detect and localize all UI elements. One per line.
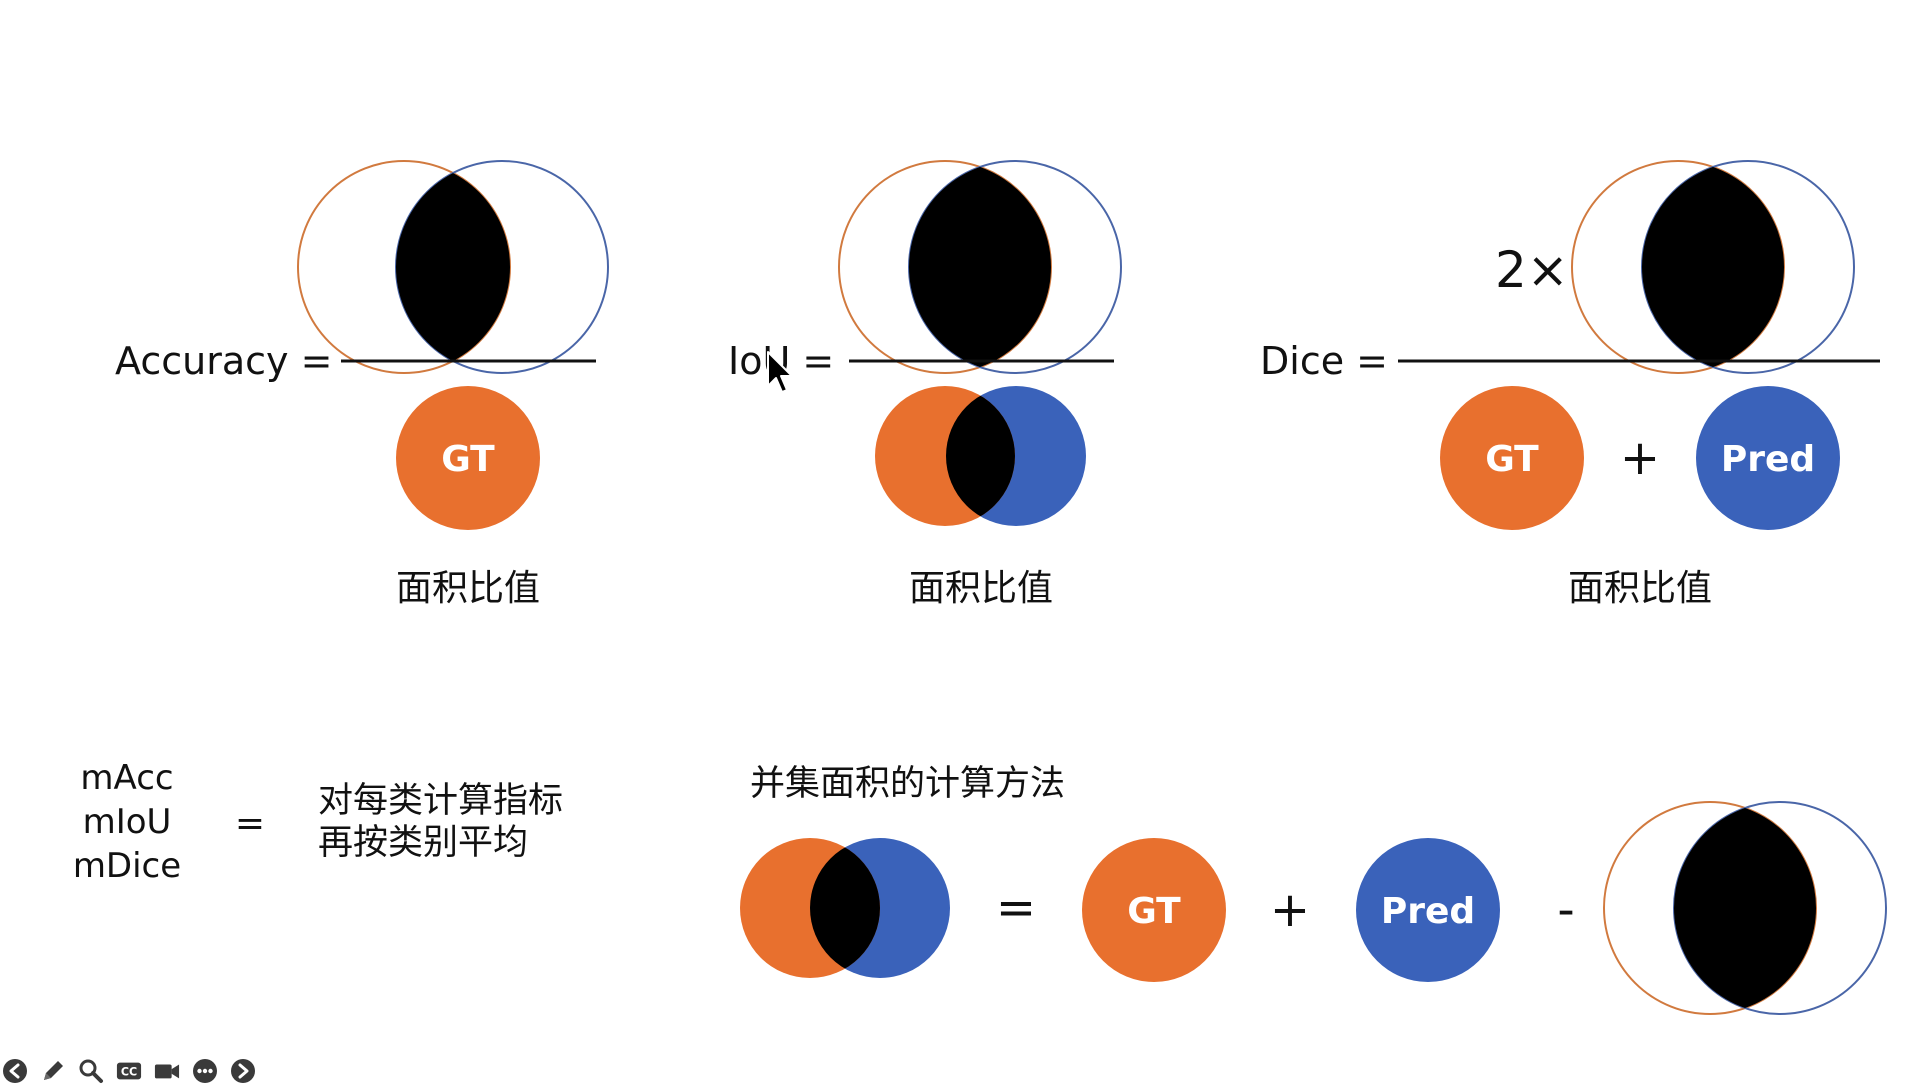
- intersection-region: [1674, 802, 1816, 1014]
- pred-circle: Pred: [1696, 386, 1840, 530]
- gt-circle-label: GT: [441, 439, 495, 480]
- gt-circle: GT: [1440, 386, 1584, 530]
- intersection-region: [396, 161, 510, 373]
- camera-button[interactable]: [154, 1058, 180, 1084]
- intersection-region: [946, 386, 1015, 526]
- metric-name-mdice: mDice: [73, 846, 181, 886]
- arrow-right-icon: [231, 1059, 255, 1083]
- accuracy-formula: Accuracy = GT 面积比值: [115, 160, 609, 609]
- more-button[interactable]: [192, 1058, 218, 1084]
- plus-operator: +: [1620, 430, 1660, 486]
- area-ratio-caption: 面积比值: [1568, 568, 1712, 609]
- union-diagram: [740, 838, 950, 978]
- presentation-toolbar: CC: [2, 1058, 256, 1084]
- gt-circle: GT: [1082, 838, 1226, 982]
- intersection-diagram: [838, 160, 1122, 374]
- gt-circle-label: GT: [1127, 891, 1181, 932]
- pred-circle-label: Pred: [1721, 439, 1815, 480]
- pred-circle-shape: [1356, 838, 1500, 982]
- intersection-diagram: [297, 160, 609, 374]
- mean-metrics-note: mAcc mIoU mDice = 对每类计算指标 再按类别平均: [73, 758, 563, 886]
- union-method-title: 并集面积的计算方法: [750, 764, 1065, 804]
- iou-formula: IoU = 面积比值: [728, 160, 1122, 609]
- intersection-diagram: [1571, 160, 1855, 374]
- gt-circle-label: GT: [1485, 439, 1539, 480]
- cc-icon: CC: [116, 1062, 142, 1080]
- magnifier-icon: [79, 1059, 103, 1083]
- intersection-region: [1642, 161, 1784, 373]
- pred-circle: Pred: [1356, 838, 1500, 982]
- pred-circle-shape: [1696, 386, 1840, 530]
- cc-label: CC: [121, 1066, 137, 1079]
- mean-description-line-2: 再按类别平均: [318, 823, 528, 863]
- gt-circle-shape: [396, 386, 540, 530]
- metric-name-macc: mAcc: [80, 758, 173, 798]
- intersection-region: [909, 161, 1051, 373]
- accuracy-label: Accuracy =: [115, 339, 332, 383]
- mean-equals-sign: =: [235, 803, 265, 844]
- mouse-cursor-icon: [767, 351, 793, 393]
- pencil-icon: [44, 1061, 63, 1080]
- area-ratio-caption: 面积比值: [396, 568, 540, 609]
- metric-name-miou: mIoU: [83, 802, 172, 842]
- union-minus-sign: -: [1557, 882, 1574, 938]
- dice-label: Dice =: [1260, 339, 1388, 383]
- mean-description-line-1: 对每类计算指标: [318, 781, 563, 821]
- pen-button[interactable]: [40, 1058, 66, 1084]
- dice-formula: Dice = 2× GT + Pred 面积比值: [1260, 160, 1880, 609]
- union-method-section: 并集面积的计算方法 = GT + Pred -: [740, 764, 1887, 1015]
- union-equals-sign: =: [996, 880, 1036, 936]
- intersection-diagram: [1603, 801, 1887, 1015]
- back-button[interactable]: [2, 1058, 28, 1084]
- ellipsis-icon: [193, 1059, 217, 1083]
- gt-circle: GT: [396, 386, 540, 530]
- pred-circle-label: Pred: [1381, 891, 1475, 932]
- gt-circle-shape: [1440, 386, 1584, 530]
- captions-button[interactable]: CC: [116, 1058, 142, 1084]
- forward-button[interactable]: [230, 1058, 256, 1084]
- arrow-left-icon: [3, 1059, 27, 1083]
- gt-circle-shape: [1082, 838, 1226, 982]
- dice-multiplier: 2×: [1495, 241, 1569, 299]
- area-ratio-caption: 面积比值: [909, 568, 1053, 609]
- video-camera-icon: [154, 1064, 180, 1079]
- union-plus-sign: +: [1270, 882, 1310, 938]
- union-diagram: [875, 386, 1086, 526]
- zoom-button[interactable]: [78, 1058, 104, 1084]
- intersection-region: [810, 838, 880, 978]
